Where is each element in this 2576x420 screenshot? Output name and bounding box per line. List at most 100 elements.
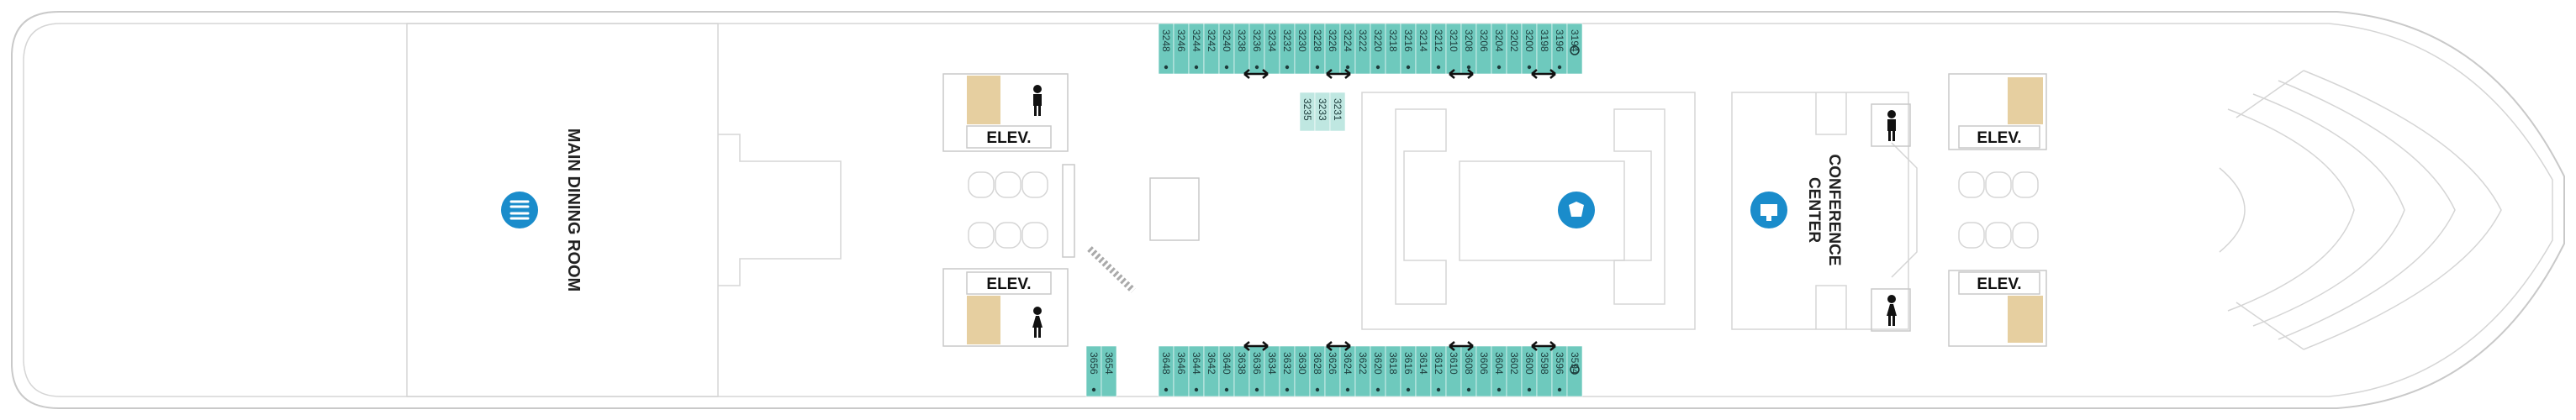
cabin-marker	[1315, 65, 1320, 70]
hull-inner-outline	[23, 23, 2553, 397]
connecting-arrow-icon	[1449, 341, 1474, 351]
cabin-number: 3240	[1221, 29, 1233, 52]
cabin-number: 3626	[1327, 352, 1338, 375]
cabin-marker	[1527, 65, 1532, 70]
elevator-label-bottom-left: ELEV.	[986, 276, 1031, 293]
elevator-box-top-left[interactable]	[966, 125, 1052, 149]
cabin-number: 3234	[1266, 29, 1278, 52]
elevator-label-top-right: ELEV.	[1977, 129, 2021, 147]
cabin-marker	[1436, 65, 1441, 70]
cabin-marker	[1194, 387, 1199, 392]
dining-icon[interactable]	[501, 192, 538, 228]
connecting-arrow-icon	[1531, 341, 1556, 351]
escalator	[1087, 246, 1136, 293]
cabin-marker	[1254, 65, 1259, 70]
cabin-number: 3216	[1402, 29, 1414, 52]
connecting-arrow-icon	[1326, 341, 1351, 351]
conference-icon[interactable]	[1750, 192, 1787, 228]
cabin-number: 3598	[1539, 352, 1550, 375]
elevator-box-top-right[interactable]	[1958, 125, 2040, 149]
cabin-number: 3600	[1523, 352, 1535, 375]
cabin-number: 3620	[1372, 352, 1384, 375]
cabin-number: 3656	[1088, 352, 1100, 375]
cabin-marker	[1224, 65, 1229, 70]
cabin-number: 3226	[1327, 29, 1338, 52]
cabin-marker	[1254, 387, 1259, 392]
main-dining-room[interactable]	[406, 23, 719, 397]
cabin-marker	[1436, 387, 1441, 392]
cabin-3654[interactable]	[1101, 345, 1117, 397]
cabin-marker	[1557, 387, 1562, 392]
stairs-icon	[967, 76, 1000, 124]
cabin-number: 3246	[1175, 29, 1187, 52]
cabin-number: 3228	[1312, 29, 1323, 52]
cabin-number: 3608	[1463, 352, 1475, 375]
cabin-3231[interactable]	[1329, 92, 1346, 132]
elevator-label-bottom-right: ELEV.	[1977, 276, 2021, 293]
cabin-marker	[1285, 65, 1290, 70]
stair-block-left: ELEV. ELEV.	[942, 73, 1200, 347]
stair-block-right: ELEV. ELEV.	[1948, 73, 2047, 347]
atrium	[1361, 92, 1696, 330]
cabin-3594[interactable]	[1566, 345, 1583, 397]
cabin-marker	[1091, 387, 1096, 392]
conference-center: CONFERENCE CENTER	[1731, 92, 1918, 332]
cabin-number: 3208	[1463, 29, 1475, 52]
cabin-number: 3248	[1160, 29, 1172, 52]
cabin-number: 3214	[1417, 29, 1429, 52]
connecting-arrow-icon	[1243, 69, 1269, 79]
cabin-number: 3648	[1160, 352, 1172, 375]
elevator-box-bottom-right[interactable]	[1958, 271, 2040, 295]
cabin-marker	[1375, 387, 1380, 392]
cabin-number: 3244	[1190, 29, 1202, 52]
cabin-number: 3636	[1251, 352, 1263, 375]
cabin-number: 3218	[1387, 29, 1399, 52]
cabin-number: 3628	[1312, 352, 1323, 375]
restroom-women-icon	[1887, 295, 1897, 326]
stairs-icon	[2008, 296, 2043, 343]
cabin-number: 3210	[1448, 29, 1460, 52]
cabin-number: 3230	[1296, 29, 1308, 52]
cabin-number: 3238	[1236, 29, 1248, 52]
cabin-number: 3202	[1508, 29, 1520, 52]
restroom-women-icon	[1032, 307, 1043, 338]
cabin-marker	[1164, 387, 1169, 392]
theater-seating	[2219, 70, 2502, 350]
cabin-marker	[1466, 65, 1471, 70]
cabin-number: 3194	[1569, 29, 1581, 52]
stairs-icon	[2008, 77, 2043, 124]
main-dining-label: MAIN DINING ROOM	[564, 129, 583, 291]
cabin-number: 3610	[1448, 352, 1460, 375]
cabin-marker	[1527, 387, 1532, 392]
accessible-icon	[1570, 365, 1580, 375]
connecting-arrows	[1243, 45, 1580, 375]
cabin-marker	[1194, 65, 1199, 70]
cabin-number: 3630	[1296, 352, 1308, 375]
cabin-number: 3212	[1433, 29, 1444, 52]
elevator-box-bottom-left[interactable]	[966, 271, 1052, 295]
cabin-number: 3198	[1539, 29, 1550, 52]
cabin-number: 3646	[1175, 352, 1187, 375]
cabin-marker	[1466, 387, 1471, 392]
cabin-number: 3616	[1402, 352, 1414, 375]
cabin-marker	[1164, 65, 1169, 70]
theater-icon[interactable]	[1558, 192, 1595, 228]
cabin-number: 3638	[1236, 352, 1248, 375]
cabin-number: 3224	[1342, 29, 1354, 52]
cabin-number: 3654	[1103, 352, 1115, 375]
cabin-number: 3604	[1493, 352, 1505, 375]
cabin-number: 3235	[1301, 98, 1313, 121]
cabin-number: 3233	[1317, 98, 1328, 121]
cabin-marker	[1497, 65, 1502, 70]
cabin-marker	[1375, 65, 1380, 70]
elevator-label-top-left: ELEV.	[986, 129, 1031, 147]
conference-label-line2: CENTER	[1805, 177, 1823, 243]
cabin-number: 3196	[1554, 29, 1565, 52]
cabin-number: 3622	[1357, 352, 1369, 375]
cabin-3194[interactable]	[1566, 23, 1583, 75]
